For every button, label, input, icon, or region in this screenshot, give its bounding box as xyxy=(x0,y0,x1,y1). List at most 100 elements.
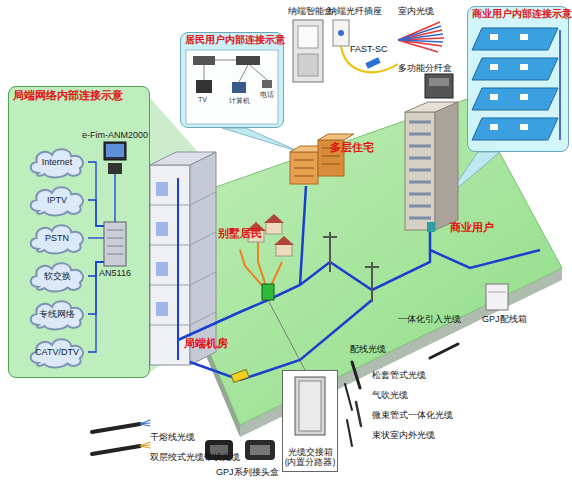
pole-arm xyxy=(323,236,337,238)
building-front xyxy=(150,165,190,365)
callout-pointer xyxy=(222,128,300,152)
riser-fiber xyxy=(177,178,179,360)
network-link xyxy=(88,262,104,276)
telephone xyxy=(262,80,272,88)
closure-detail xyxy=(250,445,270,455)
part-label: FAST-SC xyxy=(350,44,388,54)
gpj-distribution-box xyxy=(486,284,508,310)
site-label: 别墅居民 xyxy=(218,226,262,241)
central-office-building xyxy=(150,152,216,365)
network-cloud: CATV/DTV xyxy=(26,336,88,368)
distribution-box xyxy=(425,74,453,98)
network-link xyxy=(88,200,104,226)
ribbon-cable xyxy=(92,446,140,454)
rack-slot xyxy=(107,230,123,231)
pc-tower xyxy=(108,163,122,174)
riser-fiber xyxy=(559,30,561,140)
part-label: 松套管式光缆 xyxy=(372,369,426,382)
window xyxy=(156,262,168,276)
smart-box xyxy=(293,20,323,82)
part-label: 计算机 xyxy=(229,96,250,106)
bundle-cable xyxy=(347,420,352,446)
part-label: 气吹光缆 xyxy=(372,389,408,402)
villa-roof xyxy=(264,214,284,223)
tower-front xyxy=(405,112,435,230)
callout-panel: 商业用户内部连接示意 xyxy=(467,6,569,152)
part-label: 多功能分纤盒 xyxy=(398,62,452,75)
cable-strands xyxy=(140,442,150,448)
callout-title: 居民用户内部连接示意 xyxy=(181,33,283,48)
network-cloud: PSTN xyxy=(26,222,88,254)
leader-line xyxy=(268,300,305,370)
site-label: 局端机房 xyxy=(184,336,228,351)
office-floor xyxy=(472,88,558,110)
utility-poles xyxy=(323,232,379,302)
node-label: 专线网络 xyxy=(26,298,88,330)
network-cloud: 软交换 xyxy=(26,260,88,292)
network-link xyxy=(88,262,104,314)
part-label: 微束管式一体化光缆 xyxy=(372,409,453,422)
box-detail xyxy=(488,292,506,293)
part-label: 束状室内外光缆 xyxy=(372,429,435,442)
network-cloud: Internet xyxy=(26,146,88,178)
rack-slot xyxy=(107,246,123,247)
feeder-fiber xyxy=(190,300,372,380)
tower-windows xyxy=(409,122,431,218)
drop-cable xyxy=(430,344,458,358)
network-link xyxy=(88,262,104,352)
closure-detail xyxy=(210,445,228,455)
onu-device xyxy=(236,56,260,65)
node-label: AN5116 xyxy=(74,268,156,278)
commercial-tower xyxy=(405,102,458,232)
network-link xyxy=(88,162,104,226)
smart-box-panel xyxy=(298,54,318,76)
monitor xyxy=(104,142,126,160)
splice-closures xyxy=(205,440,275,460)
gpj-closure xyxy=(205,440,233,460)
villa-roof xyxy=(246,222,266,231)
office-floor xyxy=(472,28,558,50)
part-label: 配线光缆 xyxy=(350,343,386,356)
room-panel xyxy=(186,50,278,124)
tower-side xyxy=(435,102,458,230)
fiber-route xyxy=(178,186,540,380)
housing-roof xyxy=(318,134,354,140)
network-link xyxy=(114,174,115,222)
node-label: IPTV xyxy=(26,184,88,216)
distribution-fiber xyxy=(430,250,540,268)
part-label: 纳端光纤插座 xyxy=(328,5,382,18)
trunk-cable xyxy=(92,424,140,432)
loose-tube-cable xyxy=(352,362,360,388)
patch-cord xyxy=(341,46,398,72)
building-box xyxy=(427,222,435,232)
villa-house xyxy=(276,244,292,256)
rack-body xyxy=(104,222,126,266)
node-label: e-Fim-ANM2000 xyxy=(64,130,166,140)
part-label: 双层绞式光缆带状光缆 xyxy=(150,451,240,464)
part-label: 一体化引入光缆 xyxy=(398,313,461,326)
management-pc: e-Fim-ANM2000 xyxy=(104,142,126,174)
villa-roof xyxy=(274,236,294,245)
network-cloud: 专线网络 xyxy=(26,298,88,330)
top-components xyxy=(293,20,453,98)
tv-set xyxy=(196,80,212,93)
site-label: 多层住宅 xyxy=(330,140,374,155)
network-link xyxy=(88,237,104,238)
office-terminal xyxy=(490,34,528,130)
rack-outline xyxy=(104,222,126,266)
rack-slot xyxy=(107,238,123,239)
part-label: 电话 xyxy=(260,90,274,100)
cross-connect-cabinet xyxy=(262,284,274,300)
node-label: 光缆交接箱 (内置分路器) xyxy=(283,448,337,468)
set-top-box xyxy=(193,56,215,65)
computer xyxy=(232,82,246,93)
node-label: PSTN xyxy=(26,222,88,254)
villa-house xyxy=(248,230,264,242)
smart-box-panel xyxy=(298,26,318,48)
gpj-closure xyxy=(245,440,275,460)
node-label: 软交换 xyxy=(26,260,88,292)
distribution-fiber xyxy=(268,232,430,300)
